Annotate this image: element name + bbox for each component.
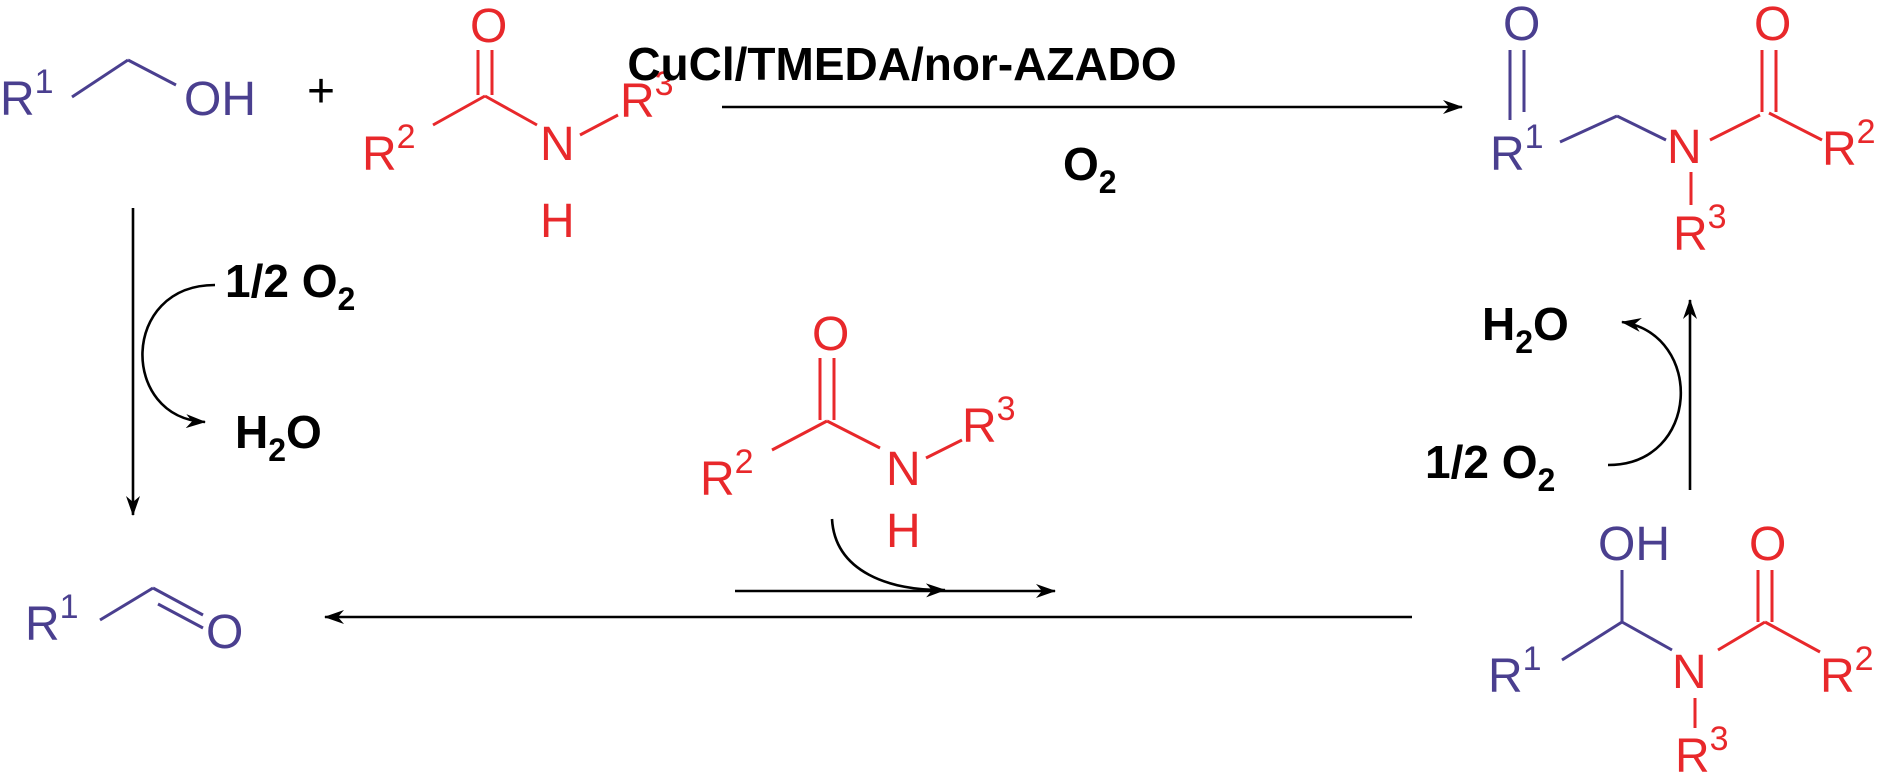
amide-reactant-r2: R2 [362,118,416,181]
right-oxidant-label: 1/2 O2 [1425,436,1555,498]
amide-reactant-bond-r3 [579,113,619,137]
imide-product-structure: O R1 N O R2 R3 [1490,0,1876,261]
amide-middle-o: O [812,308,849,361]
amide-reactant-structure: O R2 N H R3 [362,0,674,248]
left-oxidant-label: 1/2 O2 [225,255,355,317]
hemiaminal-n: N [1672,646,1707,699]
hemiaminal-oh: OH [1598,518,1670,571]
amide-reactant-h: H [540,195,575,248]
aldehyde-co-bond-a [152,586,204,617]
imide-o-right: O [1754,0,1791,51]
aldehyde-o: O [206,606,243,659]
aldehyde-structure: R1 O [25,586,243,659]
hemiaminal-bond-n-co [1717,620,1766,652]
amide-reactant-o: O [470,0,507,53]
equilibrium-arrows [324,518,1412,624]
amide-reactant-r3: R3 [620,65,674,128]
imide-r2: R2 [1822,113,1876,176]
hemiaminal-r1: R1 [1488,640,1542,703]
amide-middle-r3: R3 [962,390,1016,453]
aldehyde-r1: R1 [25,588,79,651]
amide-reactant-bond-r2 [432,94,486,127]
amide-middle-h: H [886,505,921,558]
amide-middle-bond-r3 [925,438,963,460]
hemiaminal-bond-r1 [1561,620,1623,662]
amide-reactant-bond-n [484,94,538,127]
imide-r1: R1 [1490,118,1544,181]
main-arrow-reagents: CuCl/TMEDA/nor-AZADO [627,38,1176,90]
aldehyde-co-bond-b [157,602,204,630]
right-curved-arrow [1607,318,1682,467]
left-curved-arrow [141,283,216,429]
aldehyde-bond-r1 [99,586,154,622]
imide-bond-n-right [1709,113,1761,142]
right-water-label: H2O [1482,298,1569,360]
left-oxidation-step: 1/2 O2 H2O [126,208,355,516]
alcohol-oh-label: OH [184,73,256,126]
alcohol-bond-1 [71,58,129,99]
amide-middle-n: N [886,443,921,496]
amide-middle-bond-r2 [771,419,828,452]
right-oxidation-step: 1/2 O2 H2O [1425,298,1697,498]
hemiaminal-structure: OH R1 N O R2 R3 [1488,518,1874,783]
hemiaminal-r2: R2 [1820,640,1874,703]
imide-o-left: O [1503,0,1540,51]
hemiaminal-o: O [1749,518,1786,571]
alcohol-bond-2 [127,58,177,87]
alcohol-structure: R1 OH [0,58,256,126]
hemiaminal-bond-n [1621,620,1673,652]
amide-reactant-n: N [540,118,575,171]
hemiaminal-r3: R3 [1675,720,1729,783]
amide-middle-bond-n [826,419,881,450]
main-reaction-arrow: CuCl/TMEDA/nor-AZADO O2 [627,38,1463,200]
imide-bond-r1 [1559,114,1618,144]
imide-bond-r2 [1768,111,1823,142]
amide-middle-r2: R2 [700,443,754,506]
imide-bond-n-left [1616,114,1667,142]
amide-addition-curved-arrow [830,518,946,598]
imide-n: N [1667,121,1702,174]
hemiaminal-bond-r2 [1764,620,1821,654]
imide-r3: R3 [1673,198,1727,261]
alcohol-r1-label: R1 [0,63,54,126]
plus-sign: + [307,65,335,118]
left-water-label: H2O [235,406,322,468]
main-arrow-oxidant: O2 [1063,138,1117,200]
amide-middle-structure: O R2 N H R3 [700,308,1016,558]
